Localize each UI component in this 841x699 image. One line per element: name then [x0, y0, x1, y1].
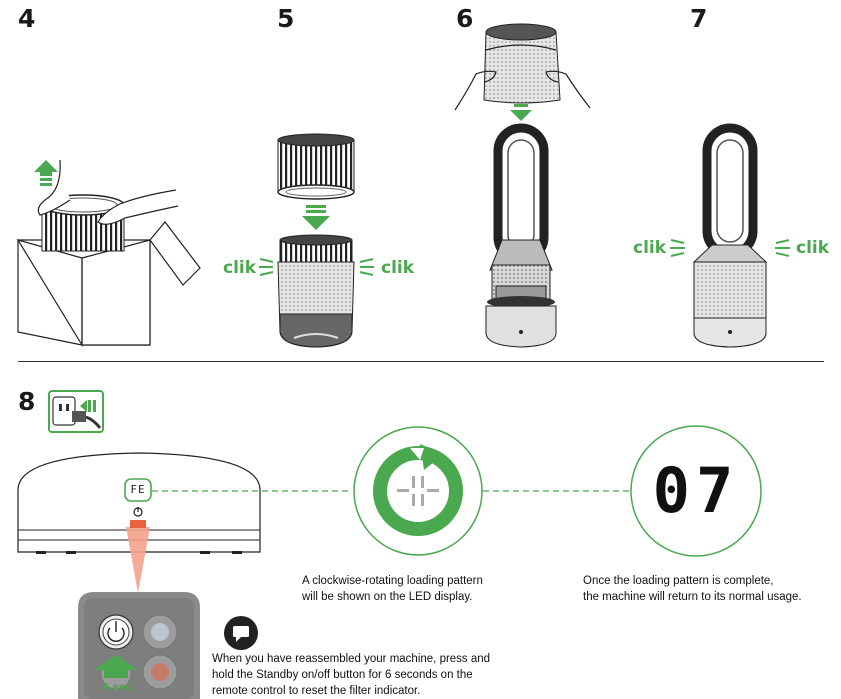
step5-base-illustration: [277, 234, 355, 348]
ir-beam: [126, 527, 150, 593]
ir-receiver: [130, 520, 146, 528]
remote-heat-button[interactable]: [142, 654, 178, 690]
caption-complete-line2: the machine will return to its normal us…: [583, 591, 802, 603]
step5-click-lines-right: [359, 258, 374, 276]
step5-down-arrow-icon: [302, 205, 330, 230]
step6-cover-illustration: [454, 23, 591, 111]
base-power-icon: [133, 507, 143, 517]
step-number-5: 5: [277, 4, 295, 33]
step-number-6: 6: [456, 4, 474, 33]
press-hold-arrow-icon: [94, 655, 138, 678]
rotating-arrow-icon: [373, 444, 463, 536]
base-led-display-frame: [124, 478, 152, 502]
remote-timer-label: 6 sec: [102, 682, 132, 693]
clik-label-step5-right: clik: [381, 258, 415, 278]
loading-segments-icon: [397, 476, 439, 506]
normal-display-circle: [630, 425, 762, 557]
remote-fan-button[interactable]: [142, 614, 178, 650]
step6-down-arrow-icon: [510, 104, 532, 121]
step6-fan-illustration: [485, 123, 557, 348]
step4-box-illustration: [16, 159, 201, 348]
caption-complete-line1: Once the loading pattern is complete,: [583, 575, 774, 587]
caption-loading-pattern: A clockwise-rotating loading pattern wil…: [302, 573, 483, 605]
caption-loading-line1: A clockwise-rotating loading pattern: [302, 575, 483, 587]
step7-click-lines-right: [775, 239, 790, 257]
note-speech-icon: [224, 616, 258, 650]
step-number-4: 4: [18, 4, 36, 33]
clik-label-step7-right: clik: [796, 238, 830, 258]
caption-note-line3: remote control to reset the filter indic…: [212, 685, 421, 697]
caption-loading-line2: will be shown on the LED display.: [302, 591, 473, 603]
section-divider: [18, 361, 824, 362]
step4-up-arrow-icon: [34, 160, 58, 186]
caption-note-line2: hold the Standby on/off button for 6 sec…: [212, 669, 473, 681]
step7-click-lines-left: [670, 239, 685, 257]
clik-label-step5-left: clik: [223, 258, 257, 278]
led-display-normal-code: 07: [652, 454, 740, 527]
loading-display-circle: [353, 426, 483, 556]
step5-filter-illustration: [277, 133, 355, 200]
plug-in-icon: [48, 390, 104, 433]
caption-loading-complete: Once the loading pattern is complete, th…: [583, 573, 802, 605]
step-number-7: 7: [690, 4, 708, 33]
step5-click-lines-left: [259, 258, 274, 276]
base-led-reset-code: FE: [130, 483, 146, 496]
step7-fan-illustration: [692, 123, 768, 348]
step-number-8: 8: [18, 387, 36, 416]
clik-label-step7-left: clik: [633, 238, 667, 258]
remote-standby-button[interactable]: [98, 614, 134, 650]
caption-reset-note: When you have reassembled your machine, …: [212, 651, 490, 699]
caption-note-line1: When you have reassembled your machine, …: [212, 653, 491, 665]
